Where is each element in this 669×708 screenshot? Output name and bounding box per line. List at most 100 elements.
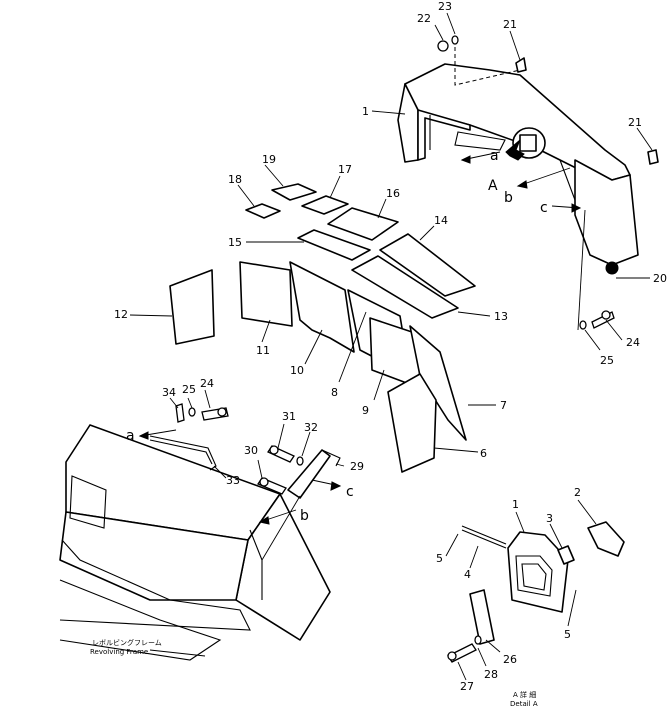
detail-callout-26: 26 [503, 653, 517, 666]
callout-29: 29 [350, 460, 364, 473]
pad-14 [379, 233, 476, 297]
letter-b: b [300, 508, 309, 524]
callout-22: 22 [417, 12, 431, 25]
pad-16 [327, 207, 399, 241]
washer-25b [188, 407, 196, 417]
detail-callout-5: 5 [564, 628, 571, 641]
detail-a-pin-4 [461, 525, 507, 549]
leader-lines [129, 12, 653, 681]
washer-32 [296, 456, 304, 466]
detail-callout-27: 27 [460, 680, 474, 693]
detail-a-latch-2 [587, 521, 625, 557]
callout-numbers: 1 21 21 22 23 20 24 25 19 18 17 16 15 14… [114, 0, 667, 693]
letter-A: A [488, 178, 498, 194]
pad-17 [301, 195, 349, 215]
pad-10 [289, 261, 355, 353]
guide-line-c [577, 209, 586, 331]
callout-6: 6 [480, 447, 487, 460]
washer-23 [451, 35, 459, 45]
pad-6 [387, 373, 437, 473]
callout-8: 8 [331, 386, 338, 399]
callout-24: 24 [200, 377, 214, 390]
revolving-frame-leader [149, 649, 206, 657]
lower-cover [59, 424, 331, 661]
callout-20: 20 [653, 272, 667, 285]
pad-11 [239, 261, 293, 327]
guide-line-b [261, 495, 301, 561]
revolving-frame-label-jp: レボルビングフレーム [92, 638, 162, 647]
callout-18: 18 [228, 173, 242, 186]
bolt-34 [175, 403, 185, 423]
nut-22 [437, 40, 449, 52]
callout-13: 13 [494, 310, 508, 323]
callout-17: 17 [338, 163, 352, 176]
pad-18 [245, 203, 281, 219]
letter-a: a [126, 428, 135, 444]
detail-a-bracket [507, 531, 569, 613]
detail-a-label-en: Detail A [510, 700, 538, 708]
detail-callout-28: 28 [484, 668, 498, 681]
pad-7 [409, 325, 467, 441]
bracket-21a [515, 57, 527, 73]
washer-25a [579, 320, 587, 330]
bolt-31 [267, 445, 295, 463]
bolt-24a [591, 310, 615, 329]
callout-25: 25 [182, 383, 196, 396]
detail-a-bolt-27 [447, 643, 477, 663]
engine-cover-top [397, 40, 639, 275]
revolving-frame-label-en: Revolving Frame [90, 648, 148, 656]
letter-b: b [504, 190, 513, 206]
detail-callout-2: 2 [574, 486, 581, 499]
detail-a-clip-3 [557, 545, 575, 565]
callout-32: 32 [304, 421, 318, 434]
letter-a: a [490, 148, 499, 164]
arrow-c-top [551, 203, 582, 213]
callout-11: 11 [256, 344, 270, 357]
callout-30: 30 [244, 444, 258, 457]
callout-21: 21 [503, 18, 517, 31]
captions: レボルビングフレーム Revolving Frame A 詳 細 Detail … [90, 638, 538, 708]
arrow-b-bottom [258, 509, 297, 525]
callout-9: 9 [362, 404, 369, 417]
callout-1: 1 [362, 105, 369, 118]
callout-15: 15 [228, 236, 242, 249]
arrow-A-view [505, 139, 525, 161]
pad-19 [271, 183, 317, 201]
callout-21: 21 [628, 116, 642, 129]
letter-c: c [540, 200, 548, 216]
detail-a-washer-28 [474, 635, 482, 645]
callout-25: 25 [600, 354, 614, 367]
letter-c: c [346, 484, 354, 500]
detail-callout-3: 3 [546, 512, 553, 525]
detail-callout-1: 1 [512, 498, 519, 511]
bracket-21b [647, 149, 659, 165]
rod-33 [149, 435, 217, 471]
callout-7: 7 [500, 399, 507, 412]
bolt-30 [257, 477, 287, 495]
pad-15 [297, 229, 371, 261]
callout-24: 24 [626, 336, 640, 349]
callout-31: 31 [282, 410, 296, 423]
arrow-a-bottom [138, 429, 177, 440]
callout-34: 34 [162, 386, 176, 399]
callout-19: 19 [262, 153, 276, 166]
direction-letters: a A b c a c b [126, 148, 548, 524]
pad-12 [169, 269, 215, 345]
arm-29 [287, 449, 341, 499]
bolt-24b [201, 407, 229, 421]
arrow-b-top [516, 167, 571, 189]
detail-callout-4: 4 [464, 568, 471, 581]
callout-14: 14 [434, 214, 448, 227]
detail-a-label-jp: A 詳 細 [513, 690, 536, 699]
detail-a-plate-26 [469, 589, 495, 645]
detail-callout-5: 5 [436, 552, 443, 565]
arrow-a-top [460, 151, 501, 164]
callout-10: 10 [290, 364, 304, 377]
callout-12: 12 [114, 308, 128, 321]
callout-33: 33 [226, 474, 240, 487]
callout-23: 23 [438, 0, 452, 13]
arrow-c-bottom [311, 479, 342, 491]
callout-16: 16 [386, 187, 400, 200]
